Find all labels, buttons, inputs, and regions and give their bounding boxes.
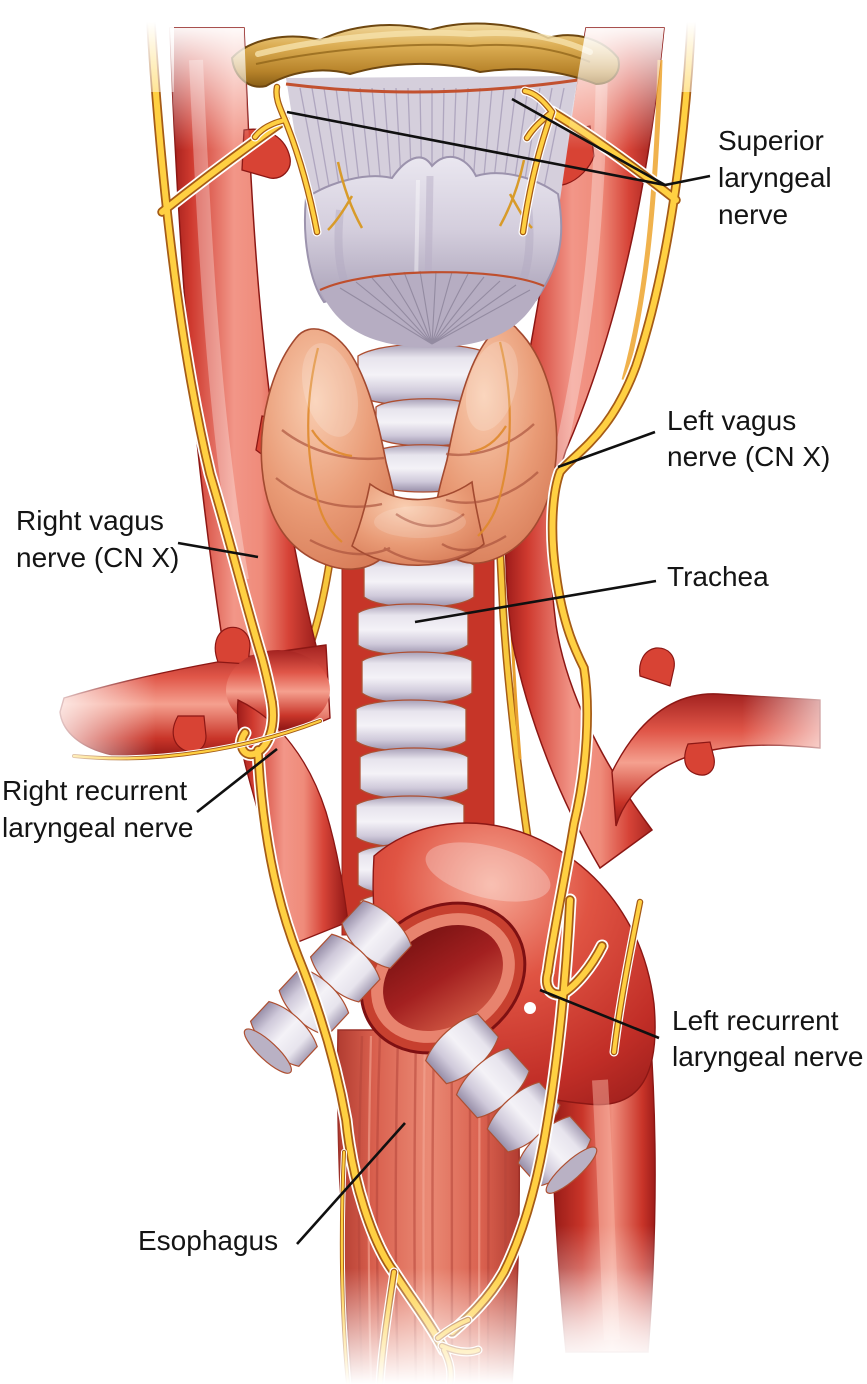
label-text: Left recurrent [672, 1005, 839, 1036]
superior-laryngeal-nerve-right-branches [253, 85, 319, 234]
leader-left-recurrent-laryngeal-nerve [539, 988, 660, 1040]
cardiac-branch [612, 900, 642, 1054]
artery-branch [684, 741, 715, 776]
leader-trachea [414, 579, 657, 624]
label-text: laryngeal nerve [672, 1041, 863, 1072]
label-text: Right vagus [16, 505, 164, 536]
leader-esophagus [296, 1122, 406, 1245]
laryngeal-nerve-twigs [327, 159, 533, 231]
label-right-vagus-nerve: Right vagus nerve (CN X) [16, 505, 179, 573]
right-main-bronchus [424, 1013, 598, 1194]
label-right-recurrent-laryngeal-nerve: Right recurrent laryngeal nerve [2, 775, 193, 843]
leader-superior-laryngeal-nerve-b [511, 97, 666, 187]
leader-right-recurrent-laryngeal-nerve [196, 747, 278, 814]
label-text: Esophagus [138, 1225, 278, 1256]
cricothyroid-membrane [320, 272, 544, 348]
label-text: Left vagus [667, 405, 796, 436]
label-trachea: Trachea [667, 561, 769, 592]
leader-left-vagus-nerve [557, 430, 656, 469]
leader-lines [177, 97, 711, 1245]
label-text: nerve (CN X) [16, 542, 179, 573]
leader-right-vagus-nerve [177, 541, 259, 559]
labels: Superior laryngeal nerve Left vagus nerv… [2, 125, 863, 1256]
superior-laryngeal-nerve-left-branches [521, 89, 554, 234]
artery-branch [639, 647, 675, 687]
thyroid-creases [275, 423, 539, 563]
label-text: laryngeal [718, 162, 832, 193]
label-left-vagus-nerve: Left vagus nerve (CN X) [667, 405, 830, 472]
label-esophagus: Esophagus [138, 1225, 278, 1256]
label-superior-laryngeal-nerve: Superior laryngeal nerve [718, 125, 832, 230]
artery-branch [172, 715, 207, 753]
edge-fades [28, 0, 867, 1384]
label-text: laryngeal nerve [2, 812, 193, 843]
label-text: Trachea [667, 561, 769, 592]
thyroid-vessels [307, 341, 511, 543]
label-text: nerve [718, 199, 788, 230]
label-text: Superior [718, 125, 824, 156]
larynx [230, 22, 620, 348]
label-text: Right recurrent [2, 775, 187, 806]
label-text: nerve (CN X) [667, 441, 830, 472]
label-left-recurrent-laryngeal-nerve: Left recurrent laryngeal nerve [672, 1005, 863, 1072]
